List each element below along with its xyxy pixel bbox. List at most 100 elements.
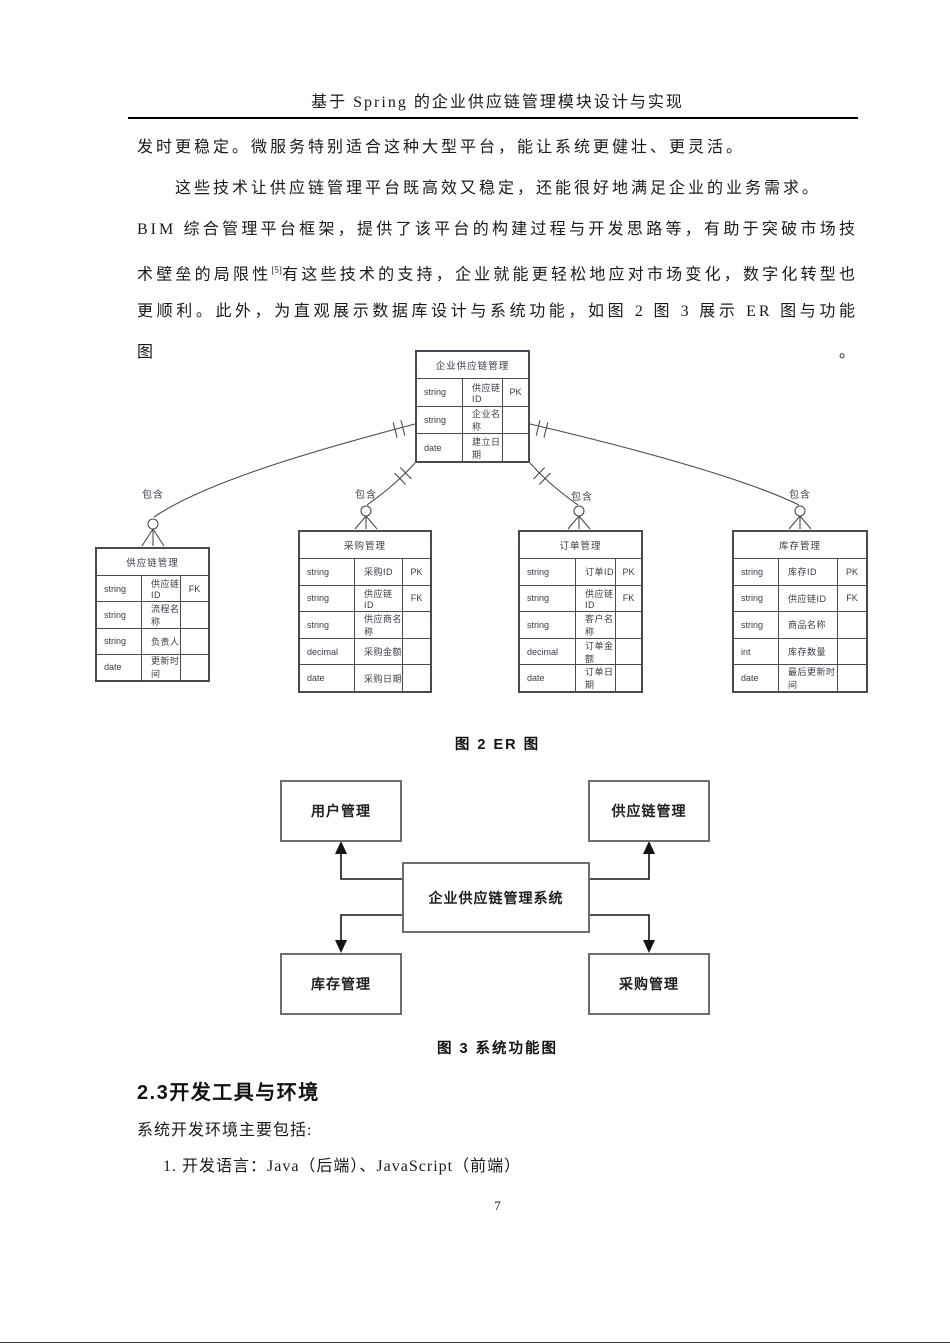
- entity-title: 订单管理: [520, 532, 641, 559]
- attr-key: [403, 612, 430, 638]
- attr-name: 供应商名称: [355, 612, 403, 638]
- attr-key: [403, 665, 430, 691]
- paragraph-line: 术壁垒的局限性[5]有这些技术的支持，企业就能更轻松地应对市场变化，数字化转型也: [137, 250, 858, 291]
- attr-type: string: [300, 559, 355, 585]
- attr-key: [181, 655, 208, 680]
- connector-supply: [153, 423, 416, 518]
- attr-key: [181, 629, 208, 654]
- attr-type: decimal: [300, 638, 355, 665]
- figure2-caption: 图 2 ER 图: [454, 737, 541, 753]
- attr-type: string: [300, 585, 355, 612]
- attr-key: PK: [509, 387, 522, 398]
- entity-title: 库存管理: [734, 532, 866, 559]
- attr-type: string: [417, 379, 463, 406]
- attr-name: 采购日期: [355, 665, 403, 691]
- attr-key: PK: [845, 566, 858, 577]
- attr-key: FK: [188, 583, 201, 594]
- attr-type: string: [520, 612, 576, 638]
- relationship-label: 包含: [355, 490, 377, 501]
- arrow-to-user: [340, 848, 402, 880]
- section-heading: 2.3开发工具与环境: [137, 1082, 320, 1104]
- attr-key: FK: [846, 593, 858, 604]
- function-arrows-svg: [335, 841, 655, 953]
- attr-type: string: [520, 585, 576, 612]
- attr-name: 库存ID: [779, 559, 838, 585]
- attr-name: 供应链ID: [142, 576, 181, 602]
- attr-name: 供应链ID: [463, 379, 503, 406]
- attr-type: string: [300, 612, 355, 638]
- paragraph-line: 更顺利。此外，为直观展示数据库设计与系统功能，如图 2 图 3 展示 ER 图与…: [137, 303, 858, 361]
- function-box-system-center: 企业供应链管理系统: [402, 862, 590, 933]
- paragraph-line: 这些技术让供应链管理平台既高效又稳定，还能很好地满足企业的业务需求。: [175, 180, 822, 197]
- page-number: 7: [494, 1198, 501, 1213]
- attr-name: 订单日期: [576, 665, 616, 691]
- attr-name: 建立日期: [463, 434, 503, 462]
- attr-key: [616, 665, 641, 691]
- attr-type: date: [520, 665, 576, 691]
- entity-title: 供应链管理: [97, 549, 208, 576]
- attr-type: string: [97, 628, 142, 654]
- zero-marker: [573, 505, 585, 517]
- relationship-label: 包含: [789, 490, 811, 501]
- attr-type: date: [734, 665, 779, 691]
- entity-title: 采购管理: [300, 532, 430, 559]
- relationship-label: 包含: [571, 492, 593, 503]
- page-bottom-rule: [0, 1342, 950, 1343]
- attr-type: date: [97, 654, 142, 680]
- running-head-title: 基于 Spring 的企业供应链管理模块设计与实现: [311, 94, 684, 111]
- attr-type: string: [520, 559, 576, 585]
- attr-name: 最后更新时间: [779, 665, 838, 691]
- zero-marker: [360, 505, 372, 517]
- arrow-to-inventory: [340, 914, 402, 946]
- attr-type: string: [734, 612, 779, 638]
- connector-purchase: [366, 462, 416, 506]
- attr-type: date: [300, 665, 355, 691]
- function-box-user: 用户管理: [280, 780, 402, 842]
- connector-order: [529, 462, 579, 506]
- arrowhead-up: [643, 841, 655, 854]
- attr-name: 采购ID: [355, 559, 403, 585]
- attr-type: string: [734, 585, 779, 612]
- attr-type: int: [734, 638, 779, 665]
- arrowhead-down: [335, 940, 347, 953]
- attr-name: 供应链ID: [576, 585, 616, 612]
- attr-key: [838, 665, 866, 691]
- attr-key: [838, 639, 866, 665]
- crow-foot: [788, 515, 812, 530]
- er-connectors-svg: [141, 420, 812, 547]
- attr-key: [838, 612, 866, 638]
- citation-superscript: [5]: [271, 265, 282, 275]
- attr-name: 商品名称: [779, 612, 838, 638]
- one-marker: [394, 467, 412, 485]
- section-intro-text: 系统开发环境主要包括:: [137, 1122, 313, 1139]
- one-marker: [392, 420, 406, 438]
- one-marker: [533, 467, 551, 485]
- attr-key: FK: [410, 593, 423, 604]
- arrowhead-up: [335, 841, 347, 854]
- attr-name: 订单金额: [576, 638, 616, 665]
- body-paragraphs: 发时更稳定。微服务特别适合这种大型平台，能让系统更健壮、更灵活。 这些技术让供应…: [137, 127, 858, 361]
- connector-inventory: [529, 423, 800, 506]
- one-marker: [535, 420, 549, 438]
- attr-key: [616, 612, 641, 638]
- crow-foot: [567, 515, 591, 530]
- attr-key: [403, 639, 430, 665]
